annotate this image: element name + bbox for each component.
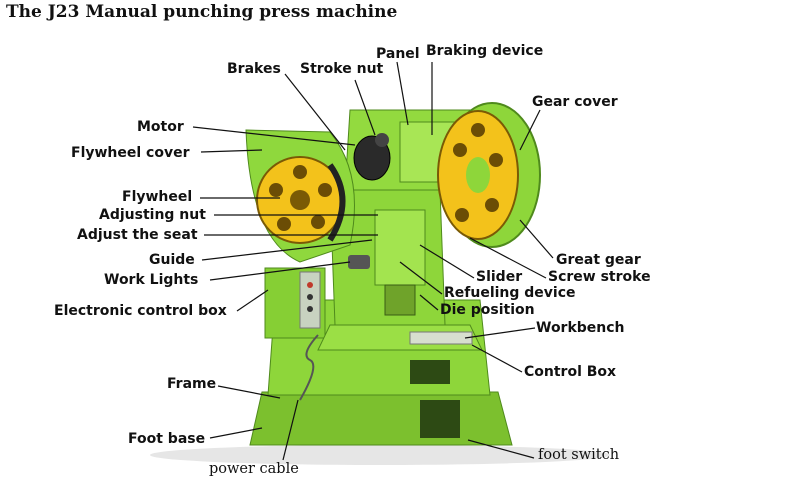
label-stroke-nut: Stroke nut xyxy=(300,61,384,77)
label-work-lights: Work Lights xyxy=(104,272,199,288)
label-frame: Frame xyxy=(167,376,217,392)
label-foot-base: Foot base xyxy=(128,431,206,447)
machine-slider xyxy=(374,209,426,286)
frame-opening-lower xyxy=(420,400,460,438)
ground-shadow xyxy=(150,445,610,465)
label-flywheel: Flywheel xyxy=(122,189,193,205)
power-cable-shape xyxy=(299,334,319,401)
control-box-strip xyxy=(409,331,473,345)
label-guide: Guide xyxy=(149,252,195,268)
label-workbench: Workbench xyxy=(536,320,625,336)
label-electronic-control-box: Electronic control box xyxy=(54,303,227,319)
label-motor: Motor xyxy=(137,119,184,135)
die-block xyxy=(384,284,416,316)
label-great-gear: Great gear xyxy=(556,252,641,268)
label-die-position: Die position xyxy=(440,302,535,318)
label-adjusting-nut: Adjusting nut xyxy=(99,207,206,223)
label-brakes: Brakes xyxy=(227,61,281,77)
motor-shape xyxy=(353,135,391,181)
diagram-title: The J23 Manual punching press machine xyxy=(6,2,398,22)
label-slider: Slider xyxy=(476,269,523,285)
stroke-nut-shape xyxy=(375,133,389,147)
leader-lines xyxy=(192,61,554,461)
frame-opening-upper xyxy=(410,360,450,384)
label-refueling-device: Refueling device xyxy=(444,285,576,301)
label-foot-switch: foot switch xyxy=(538,447,620,463)
label-braking-device: Braking device xyxy=(426,43,544,59)
work-light-shape xyxy=(348,255,370,269)
label-flywheel-cover: Flywheel cover xyxy=(71,145,190,161)
label-adjust-the-seat: Adjust the seat xyxy=(77,227,198,243)
label-gear-cover: Gear cover xyxy=(532,94,618,110)
label-power-cable: power cable xyxy=(209,461,299,477)
label-control-box: Control Box xyxy=(524,364,617,380)
label-screw-stroke: Screw stroke xyxy=(548,269,651,285)
label-panel: Panel xyxy=(376,46,420,62)
